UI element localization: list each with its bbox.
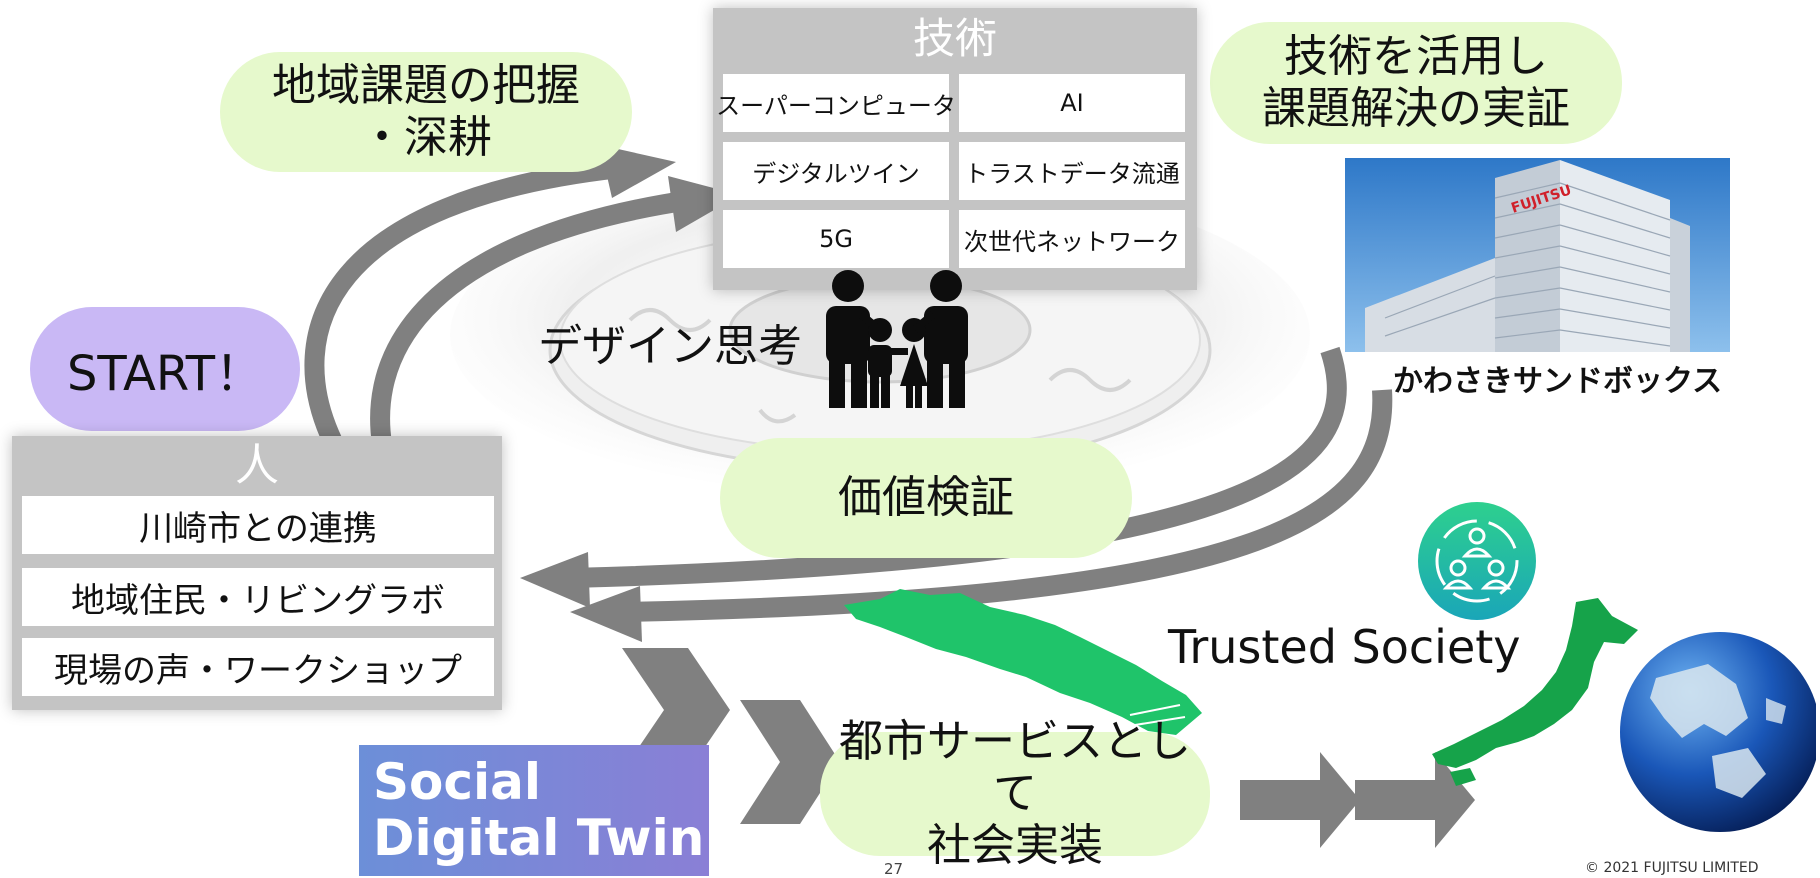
tech-item-trust-data: トラストデータ流通: [959, 142, 1185, 200]
bubble-understand-line1: 地域課題の把握: [272, 60, 580, 111]
technology-panel: 技術 スーパーコンピュータ AI デジタルツイン トラストデータ流通 5G 次世…: [713, 8, 1197, 290]
japan-map: [1432, 598, 1638, 786]
bubble-implement-line2: 社会実装: [927, 820, 1103, 871]
people-panel: 人 川崎市との連携 地域住民・リビングラボ 現場の声・ワークショップ: [12, 436, 502, 710]
bubble-understand-line2: ・深耕: [360, 112, 492, 163]
community-icon: [1418, 502, 1536, 620]
page-number: 27: [884, 860, 904, 878]
bubble-implement-line1: 都市サービスとして: [839, 716, 1191, 819]
bubble-demonstrate-line1: 技術を活用し: [1284, 31, 1548, 82]
bubble-implement: 都市サービスとして 社会実装: [820, 716, 1210, 871]
sdt-line1: Social: [373, 753, 542, 811]
globe-icon: [1620, 632, 1816, 832]
copyright: © 2021 FUJITSU LIMITED: [1585, 860, 1759, 876]
tech-item-5g: 5G: [723, 210, 949, 268]
people-title: 人: [235, 440, 279, 491]
social-digital-twin-banner: Social Digital Twin: [359, 745, 709, 876]
start-badge: START！: [30, 307, 300, 431]
tech-item-supercomputer: スーパーコンピュータ: [716, 74, 956, 132]
building-photo: FUJITSU: [1345, 158, 1730, 352]
technology-title: 技術: [912, 14, 997, 63]
tech-item-ai: AI: [959, 74, 1185, 132]
tech-item-next-network: 次世代ネットワーク: [959, 210, 1185, 268]
bubble-understand: 地域課題の把握 ・深耕: [220, 52, 632, 172]
people-item-workshop: 現場の声・ワークショップ: [22, 638, 494, 696]
sdt-line2: Digital Twin: [373, 809, 705, 867]
bubble-demonstrate-line2: 課題解決の実証: [1262, 83, 1570, 134]
family-icon: [826, 270, 968, 408]
sandbox-caption: かわさきサンドボックス: [1393, 364, 1723, 399]
design-thinking-label: デザイン思考: [538, 321, 802, 372]
tech-item-digital-twin: デジタルツイン: [723, 142, 949, 200]
people-item-living-lab: 地域住民・リビングラボ: [22, 568, 494, 626]
bubble-value: 価値検証: [720, 438, 1132, 558]
trusted-society-label: Trusted Society: [1168, 620, 1521, 674]
people-item-kawasaki: 川崎市との連携: [22, 496, 494, 554]
bubble-demonstrate: 技術を活用し 課題解決の実証: [1210, 22, 1622, 144]
kawasaki-map: [844, 589, 1202, 735]
